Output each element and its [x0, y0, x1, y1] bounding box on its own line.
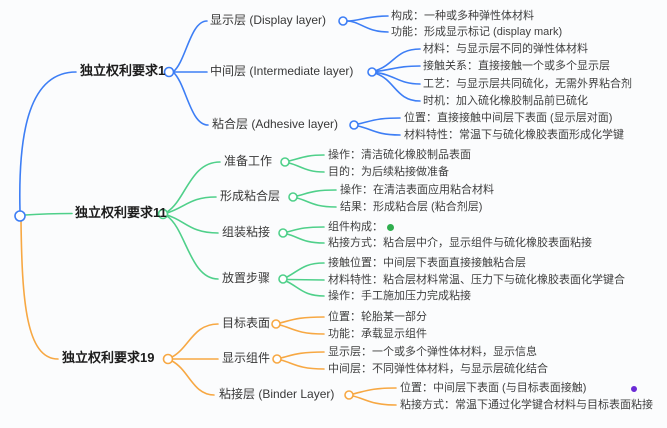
leaf-target-function[interactable]: 功能：承载显示组件	[328, 328, 427, 340]
leaf-intermediate-contact[interactable]: 接触关系：直接接触一个或多个显示层	[423, 60, 610, 72]
leaf-placement-material[interactable]: 材料特性：粘合层材料常温、压力下与硫化橡胶表面化学键合	[328, 274, 625, 286]
claim11-node-port[interactable]	[157, 208, 169, 220]
leaf-intermediate-process[interactable]: 工艺：与显示层共同硫化，无需外界粘合剂	[423, 78, 632, 90]
node-prep-work[interactable]: 准备工作	[224, 154, 273, 168]
leaf-binder-position[interactable]: 位置：中间层下表面 (与目标表面接触)	[400, 382, 587, 394]
component-green-dot-marker	[387, 223, 394, 231]
connector-lines-claim11	[166, 154, 337, 297]
leaf-prep-purpose[interactable]: 目的：为后续粘接做准备	[328, 166, 449, 178]
stray-purple-dot-marker	[631, 386, 637, 392]
target-surface-node-port[interactable]	[271, 319, 281, 329]
leaf-placement-contact[interactable]: 接触位置：中间层下表面直接接触粘合层	[328, 257, 526, 269]
adhesive-layer-node-port[interactable]	[349, 120, 359, 130]
node-form-adhesive[interactable]: 形成粘合层	[220, 189, 281, 203]
leaf-bonding-method[interactable]: 粘接方式：粘合层中介，显示组件与硫化橡胶表面粘接	[328, 237, 592, 249]
display-assembly-node-port[interactable]	[272, 354, 282, 364]
node-claim-19[interactable]: 独立权利要求19	[62, 350, 155, 365]
binder-layer-node-port[interactable]	[344, 390, 354, 400]
placement-steps-node-port[interactable]	[278, 274, 288, 284]
intermediate-layer-node-port[interactable]	[367, 67, 377, 77]
leaf-intermediate-material[interactable]: 材料：与显示层不同的弹性体材料	[423, 43, 588, 55]
display-layer-node-port[interactable]	[338, 16, 348, 26]
leaf-assembly-display-layer[interactable]: 显示层：一个或多个弹性体材料，显示信息	[328, 346, 537, 358]
connector-lines-claim19	[171, 316, 397, 406]
leaf-placement-operation[interactable]: 操作：手工施加压力完成粘接	[328, 290, 471, 302]
leaf-intermediate-timing[interactable]: 时机：加入硫化橡胶制品前已硫化	[423, 95, 588, 107]
leaf-assembly-intermediate-layer[interactable]: 中间层：不同弹性体材料，与显示层硫化结合	[328, 363, 548, 375]
leaf-display-function[interactable]: 功能：形成显示标记 (display mark)	[391, 26, 563, 38]
node-target-surface[interactable]: 目标表面	[222, 316, 271, 330]
root-node-port[interactable]	[14, 210, 26, 222]
node-claim-1[interactable]: 独立权利要求1	[80, 63, 166, 78]
leaf-form-operation[interactable]: 操作：在清洁表面应用粘合材料	[340, 184, 494, 196]
node-display-assembly[interactable]: 显示组件	[222, 351, 271, 365]
claim1-node-port[interactable]	[163, 66, 175, 78]
leaf-adhesive-material[interactable]: 材料特性：常温下与硫化橡胶表面形成化学键	[404, 129, 624, 141]
connector-lines-claim1	[172, 15, 421, 136]
node-binder-layer[interactable]: 粘接层 (Binder Layer)	[219, 387, 335, 401]
leaf-component-composition[interactable]: 组件构成：	[328, 220, 394, 234]
node-claim-11[interactable]: 独立权利要求11	[75, 205, 167, 220]
leaf-target-position[interactable]: 位置：轮胎某一部分	[328, 311, 427, 323]
node-placement-steps[interactable]: 放置步骤	[222, 271, 271, 285]
connector-lines-root	[18, 71, 77, 360]
node-adhesive-layer[interactable]: 粘合层 (Adhesive layer)	[212, 117, 339, 131]
leaf-adhesive-position[interactable]: 位置：直接接触中间层下表面 (显示层对面)	[404, 112, 613, 124]
prep-work-node-port[interactable]	[280, 157, 290, 167]
assembly-bond-node-port[interactable]	[278, 228, 288, 238]
form-adhesive-node-port[interactable]	[288, 192, 298, 202]
leaf-form-result[interactable]: 结果：形成粘合层 (粘合剂层)	[340, 201, 483, 213]
node-assembly-bond[interactable]: 组装粘接	[222, 225, 271, 239]
node-display-layer[interactable]: 显示层 (Display layer)	[210, 13, 327, 27]
node-intermediate-layer[interactable]: 中间层 (Intermediate layer)	[210, 64, 354, 78]
leaf-prep-operation[interactable]: 操作：清洁硫化橡胶制品表面	[328, 149, 471, 161]
leaf-binder-method[interactable]: 粘接方式：常温下通过化学键合材料与目标表面粘接	[400, 399, 653, 411]
claim19-node-port[interactable]	[162, 353, 174, 365]
leaf-display-composition[interactable]: 构成：一种或多种弹性体材料	[391, 10, 534, 22]
